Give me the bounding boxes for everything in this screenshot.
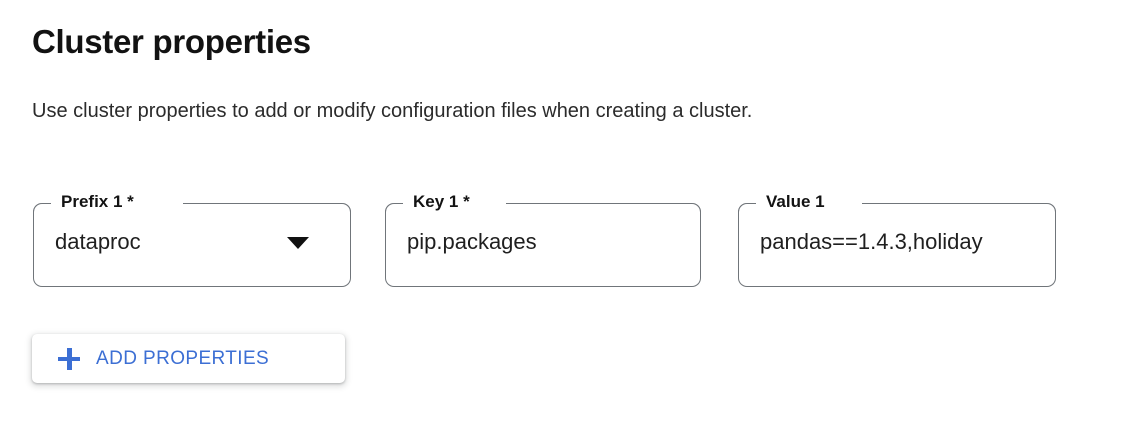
chevron-down-icon[interactable] bbox=[287, 237, 309, 249]
key-field-label: Key 1 * bbox=[409, 191, 474, 213]
prefix-field-value: dataproc bbox=[55, 229, 141, 254]
value-field-value: pandas==1.4.3,holiday bbox=[760, 229, 983, 254]
page-description: Use cluster properties to add or modify … bbox=[32, 100, 753, 122]
value-input-field[interactable]: Value 1 pandas==1.4.3,holiday bbox=[738, 191, 1056, 287]
field-outline-top-left bbox=[738, 203, 756, 212]
prefix-select-field[interactable]: Prefix 1 * dataproc bbox=[33, 191, 351, 287]
field-outline-top-right bbox=[506, 203, 701, 212]
field-outline-top-right bbox=[862, 203, 1056, 212]
field-outline-top-right bbox=[183, 203, 351, 212]
plus-icon bbox=[58, 347, 80, 370]
field-outline-top-left bbox=[385, 203, 403, 212]
add-properties-button-label: ADD PROPERTIES bbox=[96, 347, 270, 369]
page-title: Cluster properties bbox=[32, 23, 311, 60]
field-outline-top-left bbox=[33, 203, 51, 212]
key-input-field[interactable]: Key 1 * pip.packages bbox=[385, 191, 701, 287]
key-field-value: pip.packages bbox=[407, 229, 537, 254]
value-field-label: Value 1 bbox=[762, 191, 829, 213]
add-properties-button[interactable]: ADD PROPERTIES bbox=[32, 334, 345, 383]
prefix-field-label: Prefix 1 * bbox=[57, 191, 138, 213]
